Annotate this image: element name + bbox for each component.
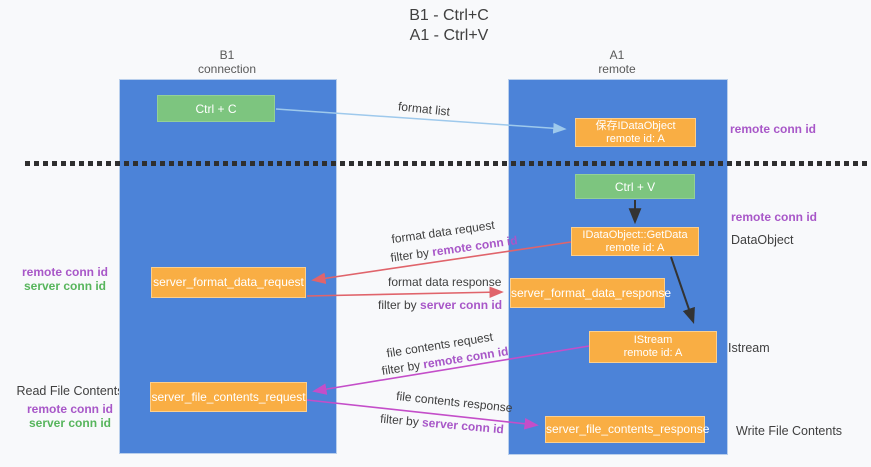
annotation-read-file-contents: Read File Contents — [16, 384, 124, 398]
server-format-data-response-label: server_format_data_response — [511, 285, 672, 300]
annotation-server-conn-id-left-2: server conn id — [28, 416, 112, 430]
node-server-file-contents-request: server_file_contents_request — [150, 382, 307, 412]
lane-a1-role: remote — [598, 62, 636, 76]
annotation-server-conn-id-left-1: server conn id — [23, 279, 107, 293]
label-format-data-response: format data response — [388, 275, 502, 289]
filter-prefix: filter by — [378, 298, 421, 312]
annotation-remote-conn-id-mid: remote conn id — [731, 210, 818, 224]
title-line-1: B1 - Ctrl+C — [409, 7, 489, 24]
node-istream: IStream remote id: A — [589, 331, 717, 363]
node-save-idataobject: 保存IDataObject remote id: A — [575, 118, 696, 147]
annotation-write-file-contents: Write File Contents — [736, 424, 843, 438]
label-format-list: format list — [397, 99, 451, 119]
annotation-remote-conn-id-top: remote conn id — [730, 122, 817, 136]
getdata-line1: IDataObject::GetData — [582, 228, 688, 241]
lane-b1-role: connection — [197, 62, 257, 76]
filter-key-server-conn-id: server conn id — [421, 415, 505, 437]
node-server-format-data-response: server_format_data_response — [510, 278, 672, 308]
lane-a1-name: A1 — [609, 48, 625, 62]
ctrl-v-label: Ctrl + V — [614, 179, 656, 194]
node-ctrl-c: Ctrl + C — [157, 95, 275, 122]
node-idataobject-getdata: IDataObject::GetData remote id: A — [571, 227, 699, 256]
save-idataobject-line2: remote id: A — [606, 132, 665, 145]
ctrl-c-label: Ctrl + C — [195, 101, 237, 116]
title-line-2: A1 - Ctrl+V — [409, 27, 489, 44]
server-file-contents-request-label: server_file_contents_request — [151, 389, 306, 404]
label-file-contents-response: file contents response — [395, 388, 514, 416]
lane-b1-name: B1 — [219, 48, 235, 62]
filter-prefix: filter by — [389, 245, 434, 265]
filter-key-server-conn-id: server conn id — [420, 298, 503, 312]
diagram-title: B1 - Ctrl+C A1 - Ctrl+V — [349, 6, 549, 46]
annotation-remote-conn-id-left-1: remote conn id — [21, 265, 108, 279]
annotation-dataobject: DataObject — [731, 233, 794, 247]
save-idataobject-line1: 保存IDataObject — [595, 119, 676, 132]
lane-header-a1: A1 remote — [508, 48, 726, 76]
annotation-istream: Istream — [728, 341, 770, 355]
label-filter-by-server-conn-id-1: filter by server conn id — [378, 298, 502, 312]
node-ctrl-v: Ctrl + V — [575, 174, 695, 199]
server-file-contents-response-label: server_file_contents_response — [546, 422, 710, 436]
annotation-group-format-conn-ids: remote conn id server conn id — [10, 265, 120, 293]
label-filter-by-server-conn-id-2: filter by server conn id — [380, 412, 505, 437]
getdata-line2: remote id: A — [605, 241, 665, 254]
istream-line2: remote id: A — [623, 347, 683, 359]
istream-line1: IStream — [633, 334, 673, 346]
lane-header-b1: B1 connection — [119, 48, 335, 76]
node-server-file-contents-response: server_file_contents_response — [545, 416, 710, 443]
session-divider-dashed-line — [25, 161, 871, 166]
node-server-format-data-request: server_format_data_request — [151, 267, 306, 298]
server-format-data-request-label: server_format_data_request — [153, 275, 304, 289]
filter-prefix: filter by — [380, 357, 425, 378]
annotation-group-file-conn-ids: Read File Contents remote conn id server… — [10, 384, 130, 430]
filter-prefix: filter by — [379, 411, 423, 430]
annotation-remote-conn-id-left-2: remote conn id — [26, 402, 113, 416]
